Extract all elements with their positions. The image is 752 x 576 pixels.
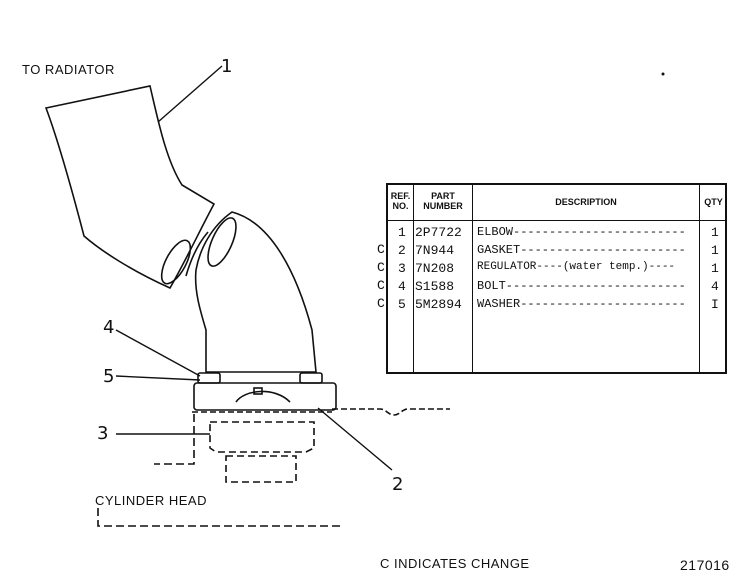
callout-3: 3 — [97, 423, 109, 444]
leader-2 — [317, 407, 393, 471]
leader-1 — [157, 65, 223, 123]
cylinder-head-label: CYLINDER HEAD — [95, 493, 207, 508]
header-ref-no: REF. NO. — [390, 191, 411, 211]
regulator-outline — [209, 421, 315, 453]
callout-2: 2 — [392, 474, 404, 495]
header-part-number: PART NUMBER — [423, 191, 463, 211]
cylinder-head-outline — [154, 414, 195, 465]
change-marker-5: C — [377, 296, 385, 311]
parts-table: REF. NO. PART NUMBER DESCRIPTION QTY 1 2… — [386, 183, 727, 374]
drawing-number: 217016 — [680, 557, 730, 573]
change-marker-2: C — [377, 242, 385, 257]
table-row: 1 2P7722 ELBOW------------------------ 1 — [398, 225, 719, 240]
bolt-head-right — [299, 372, 323, 384]
gasket-line — [192, 408, 450, 416]
elbow-lower-opening — [207, 217, 237, 267]
to-radiator-label: TO RADIATOR — [22, 62, 115, 77]
callout-5: 5 — [103, 366, 115, 387]
regulator-lower — [225, 455, 297, 483]
table-row: 3 7N208 REGULATOR----(water temp.)---- 1 — [398, 261, 719, 276]
callout-4: 4 — [103, 317, 115, 338]
bolt-head-left — [197, 372, 221, 384]
housing-flange — [193, 382, 337, 411]
elbow-upper-opening — [160, 239, 192, 285]
table-row: 4 S1588 BOLT------------------------- 4 — [398, 279, 719, 294]
elbow-upper-pipe — [44, 85, 216, 290]
leader-4 — [115, 329, 201, 377]
header-qty: QTY — [704, 197, 723, 207]
table-row: 5 5M2894 WASHER----------------------- I — [398, 297, 719, 312]
c-indicates-change-label: C INDICATES CHANGE — [380, 556, 530, 571]
change-marker-3: C — [377, 260, 385, 275]
callout-1: 1 — [221, 56, 233, 77]
elbow-lower-pipe — [194, 211, 317, 373]
table-row: 2 7N944 GASKET----------------------- 1 — [398, 243, 719, 258]
header-description: DESCRIPTION — [555, 197, 617, 207]
leader-5 — [115, 375, 201, 381]
change-marker-4: C — [377, 278, 385, 293]
